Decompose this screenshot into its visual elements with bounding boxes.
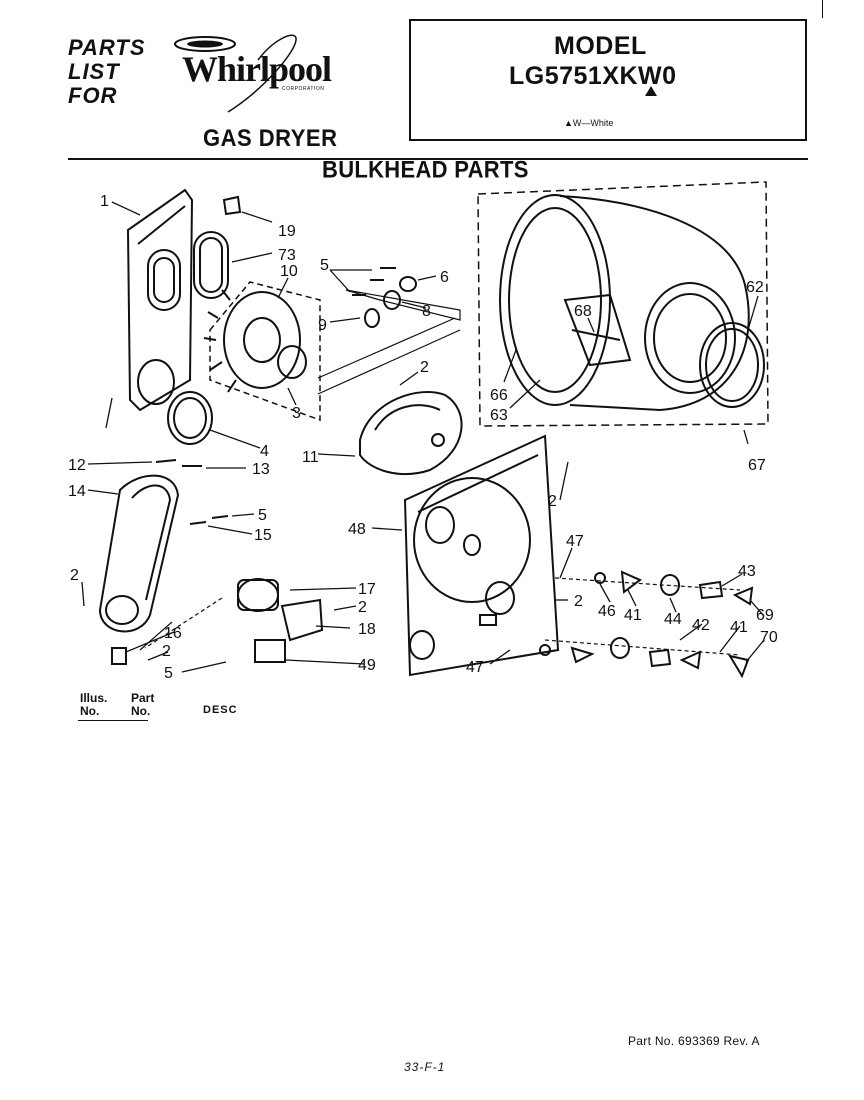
part-no-header: Part No.: [131, 692, 154, 718]
callout: 2: [162, 643, 171, 660]
list-line: LIST: [68, 59, 120, 84]
callout: 11: [302, 449, 319, 466]
triangle-marker-icon: [645, 86, 657, 96]
callout-labels: 1 19 73 10 5 6 8 9 2 3 4 11 12 13 14 5 1…: [68, 193, 778, 682]
callout: 73: [278, 247, 296, 264]
callout: 42: [692, 617, 710, 634]
callout: 66: [490, 387, 508, 404]
callout: 63: [490, 407, 508, 424]
callout: 43: [738, 563, 756, 580]
model-title: MODEL: [554, 32, 647, 60]
page-edge-mark: [822, 0, 823, 18]
color-key: ▲W—White: [564, 118, 614, 128]
callout: 68: [574, 303, 592, 320]
parts-list-for-label: PARTS LIST FOR: [68, 36, 146, 108]
callout: 16: [164, 625, 182, 642]
callout: 19: [278, 223, 296, 240]
product-name: GAS DRYER: [203, 124, 338, 152]
callout: 2: [358, 599, 367, 616]
header-divider: [68, 158, 808, 160]
callout: 2: [70, 567, 79, 584]
callout: 17: [358, 581, 376, 598]
model-box: [409, 19, 807, 141]
model-number: LG5751XKW0: [509, 62, 677, 90]
callout: 10: [280, 263, 298, 280]
leader-lines: [81, 201, 765, 673]
illus-header-line: Illus.: [80, 691, 108, 705]
page-reference: 33-F-1: [404, 1060, 446, 1074]
brand-logo-swoosh: [174, 34, 297, 113]
callout: 70: [760, 629, 778, 646]
part-header-line: No.: [131, 704, 151, 718]
callout: 67: [748, 457, 766, 474]
callout: 13: [252, 461, 270, 478]
callout: 5: [258, 507, 267, 524]
callout: 14: [68, 483, 86, 500]
diagram-linework: [98, 181, 769, 679]
illus-no-header: Illus. No.: [80, 692, 107, 718]
for-line: FOR: [68, 83, 118, 108]
callout: 41: [624, 607, 642, 624]
callout: 18: [358, 621, 376, 638]
callout: 49: [358, 657, 376, 674]
description-header: DESC: [203, 704, 238, 716]
callout: 12: [68, 457, 86, 474]
callout: 62: [746, 279, 764, 296]
part-header-line: Part: [131, 691, 155, 705]
callout: 15: [254, 527, 272, 544]
callout: 4: [260, 443, 269, 460]
document-part-number: Part No. 693369 Rev. A: [628, 1034, 760, 1048]
header-underline: [78, 720, 148, 721]
callout: 46: [598, 603, 616, 620]
callout: 47: [566, 533, 584, 550]
callout: 2: [420, 359, 429, 376]
callout: 1: [100, 193, 109, 210]
illus-header-line: No.: [80, 704, 100, 718]
callout: 47: [466, 659, 484, 676]
callout: 69: [756, 607, 774, 624]
callout: 9: [318, 317, 327, 334]
callout: 5: [164, 665, 173, 682]
callout: 3: [292, 405, 301, 422]
brand-wordmark: Whirlpool: [182, 49, 332, 89]
section-title: BULKHEAD PARTS: [322, 156, 529, 183]
callout: 5: [320, 257, 329, 274]
brand-corporation: CORPORATION: [282, 86, 325, 92]
callout: 41: [730, 619, 748, 636]
callout: 2: [574, 593, 583, 610]
callout: 6: [440, 269, 449, 286]
callout: 8: [422, 303, 431, 320]
callout: 48: [348, 521, 366, 538]
callout: 2: [548, 493, 557, 510]
callout: 44: [664, 611, 682, 628]
parts-line: PARTS: [68, 35, 146, 60]
